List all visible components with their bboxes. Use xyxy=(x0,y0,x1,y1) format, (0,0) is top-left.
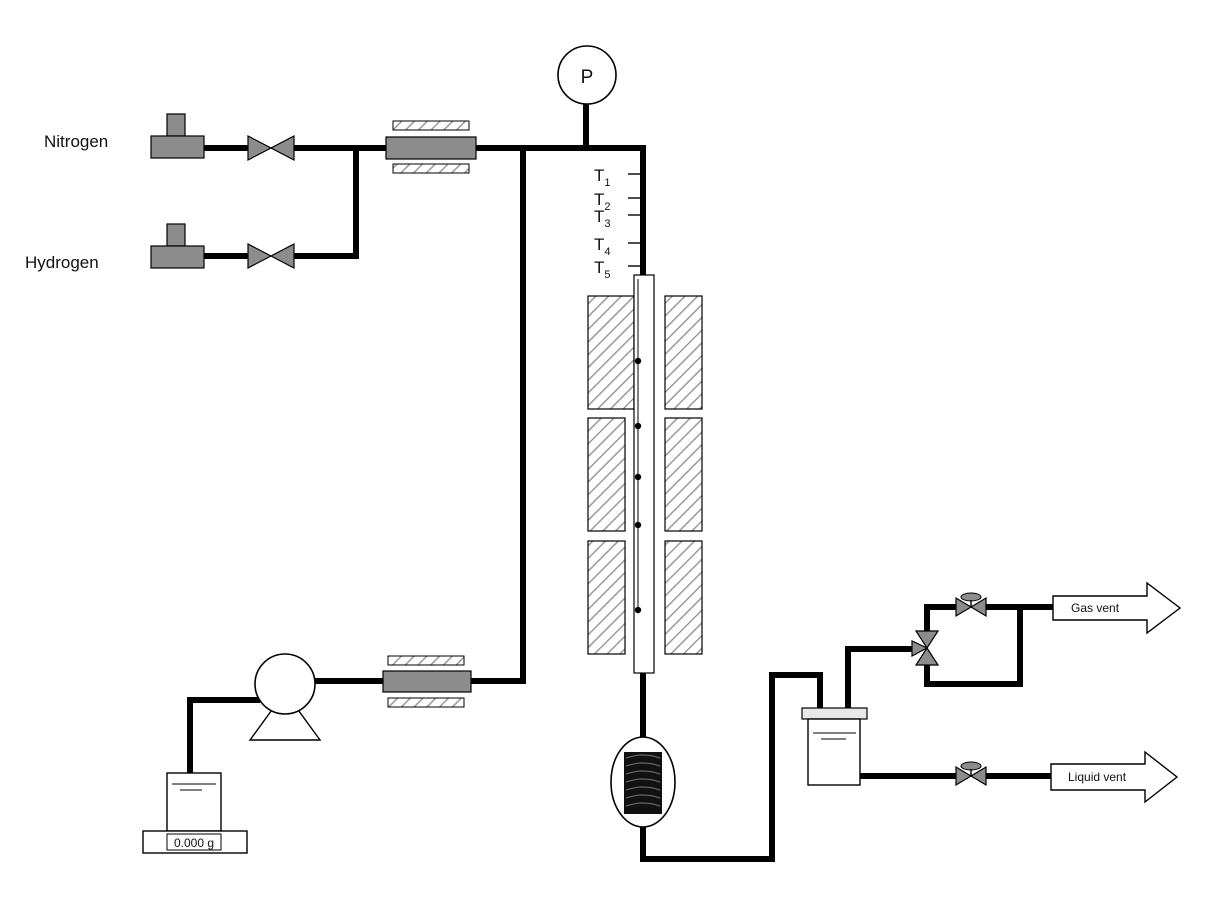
feed-balance xyxy=(142,830,248,854)
thermocouple-t4: T4 xyxy=(594,235,643,258)
nitrogen-label: Nitrogen xyxy=(44,132,108,151)
svg-text:T1: T1 xyxy=(594,166,611,189)
thermocouple-t1: T1 xyxy=(594,166,643,189)
svg-text:T5: T5 xyxy=(594,258,611,281)
pipe-network xyxy=(187,101,1057,862)
furnace-heating-blocks xyxy=(587,295,703,655)
hydrogen-regulator xyxy=(150,223,205,269)
liquid-vent-arrow-icon xyxy=(1050,750,1179,804)
reactor-tube xyxy=(633,274,655,674)
nitrogen-valve-icon[interactable] xyxy=(247,135,295,161)
thermocouple-t5: T5 xyxy=(594,258,643,281)
balance-readout: 0.000 g xyxy=(174,836,214,850)
thermocouple-t2: T2 xyxy=(594,190,643,213)
gas-liquid-separator xyxy=(801,707,868,786)
feed-beaker xyxy=(166,772,222,832)
hydrogen-valve-icon[interactable] xyxy=(247,243,295,269)
svg-text:T3: T3 xyxy=(594,207,611,230)
hydrogen-label: Hydrogen xyxy=(25,253,99,272)
thermocouple-point xyxy=(634,473,642,481)
liquid-pump-icon xyxy=(248,653,322,741)
gas-vent-arrow-icon xyxy=(1052,581,1182,635)
gas-vent-valve-icon[interactable] xyxy=(955,592,987,618)
thermocouple-point xyxy=(634,606,642,614)
liquid-preheater xyxy=(382,655,472,708)
pressure-gauge-label: P xyxy=(581,67,594,88)
svg-text:T2: T2 xyxy=(594,190,611,213)
thermocouple-point xyxy=(634,422,642,430)
thermocouple-t3: T3 xyxy=(594,207,643,230)
liquid-vent-valve-icon[interactable] xyxy=(955,761,987,787)
thermocouple-point xyxy=(634,521,642,529)
nitrogen-regulator xyxy=(150,113,205,159)
condenser-icon xyxy=(610,736,676,828)
gas-vent-label: Gas vent xyxy=(1071,601,1120,615)
gas-preheater xyxy=(385,120,477,174)
liquid-vent-label: Liquid vent xyxy=(1068,770,1127,784)
thermocouple-labels: T1 T2 T3 T4 T5 xyxy=(594,166,643,281)
bypass-valve-icon[interactable] xyxy=(911,630,940,666)
svg-text:T4: T4 xyxy=(594,235,611,258)
thermocouple-point xyxy=(634,357,642,365)
pressure-gauge-icon xyxy=(557,45,617,105)
